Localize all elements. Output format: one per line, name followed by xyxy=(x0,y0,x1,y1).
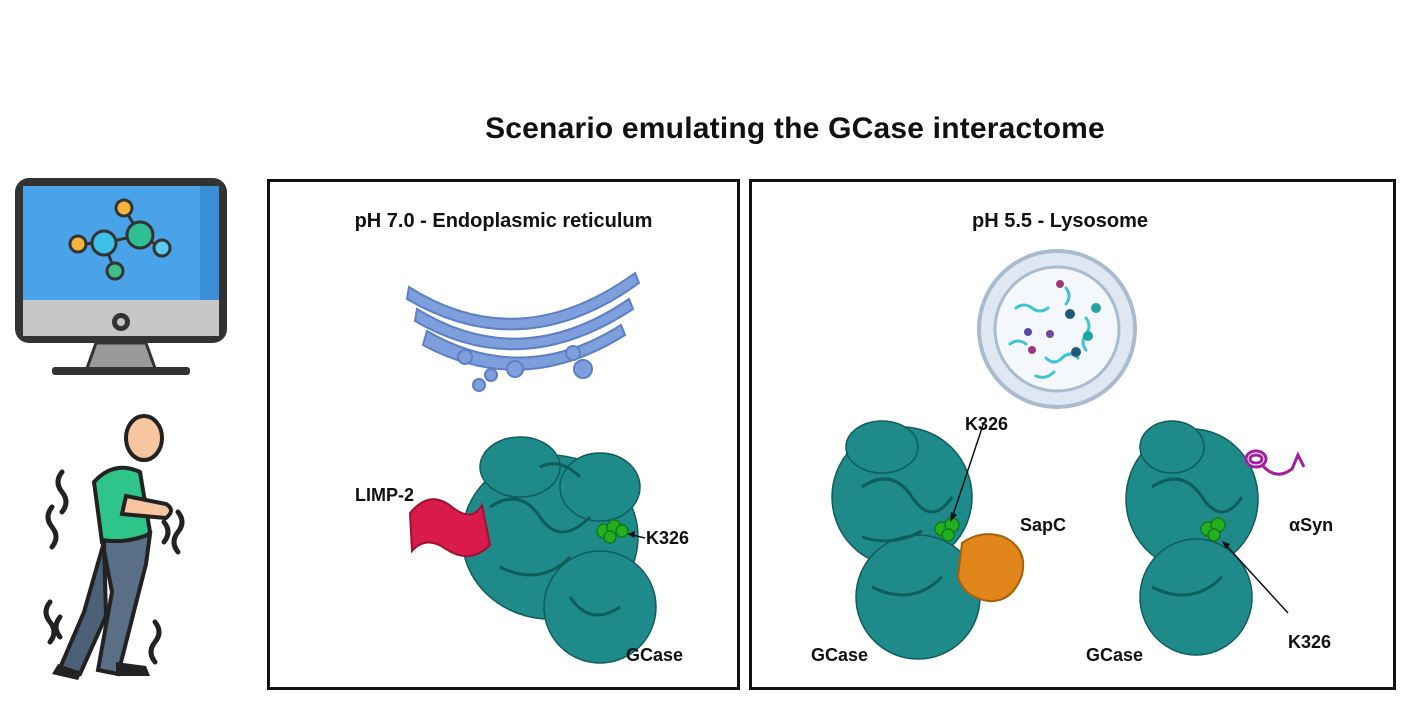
figure-title: Scenario emulating the GCase interactome xyxy=(485,112,1105,145)
asyn-chain xyxy=(1244,449,1306,476)
gcase-asyn-structure xyxy=(1125,420,1306,656)
k326-label: K326 xyxy=(1288,632,1332,652)
k326-residue xyxy=(596,519,629,544)
gcase-label: GCase xyxy=(626,645,684,665)
k326-pointer-line xyxy=(950,421,985,522)
panel-title: pH 7.0 - Endoplasmic reticulum xyxy=(354,210,653,232)
sapc-label: SapC xyxy=(1020,515,1067,535)
gcase-label: GCase xyxy=(1086,645,1144,665)
k326-label: K326 xyxy=(965,414,1009,434)
tremoring-person-icon xyxy=(43,414,185,680)
k326-residue xyxy=(934,517,960,542)
k326-label: K326 xyxy=(646,528,690,548)
sapc-chain xyxy=(956,533,1025,603)
gcase-limp2-structure xyxy=(408,436,657,664)
gcase-label: GCase xyxy=(811,645,869,665)
k326-residue xyxy=(1200,517,1226,542)
limp2-chain xyxy=(408,498,492,557)
gcase-sapc-structure xyxy=(831,420,1025,660)
panel-lysosome: pH 5.5 - Lysosome K326 SapC GC xyxy=(749,179,1396,690)
lysosome-icon xyxy=(977,249,1137,409)
panel-title: pH 5.5 - Lysosome xyxy=(972,210,1148,232)
endoplasmic-reticulum-icon xyxy=(405,271,641,392)
molecule-icon xyxy=(68,198,172,281)
panel-endoplasmic-reticulum: pH 7.0 - Endoplasmic reticulum LIMP-2 xyxy=(267,179,740,690)
limp2-label: LIMP-2 xyxy=(355,485,415,505)
asyn-label: αSyn xyxy=(1289,515,1334,535)
computer-monitor-icon xyxy=(15,178,227,375)
